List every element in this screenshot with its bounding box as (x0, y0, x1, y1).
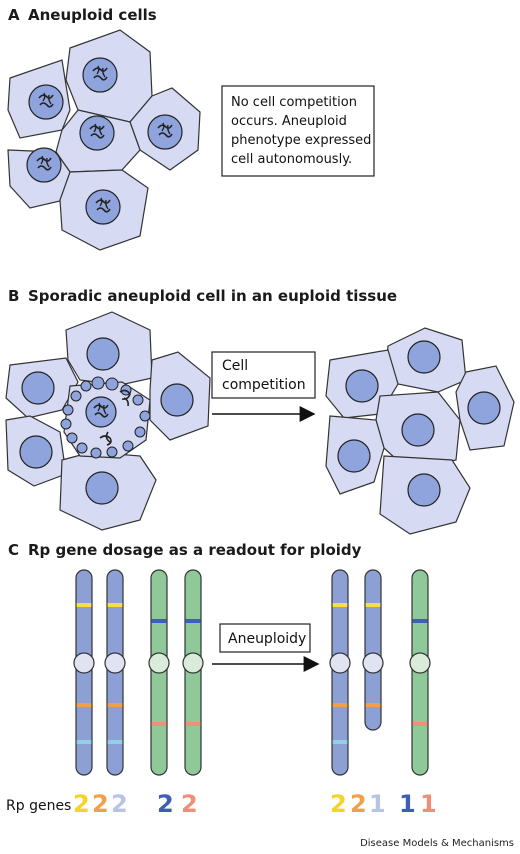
note-line-1: No cell competition (231, 95, 357, 110)
gene-band (412, 722, 428, 726)
nucleus (345, 369, 379, 403)
nucleus (19, 435, 53, 469)
centromere (148, 652, 170, 674)
rp-count: 1 (369, 790, 386, 818)
apoptotic-blebs (60, 376, 151, 459)
panel-c-title: Rp gene dosage as a readout for ploidy (28, 541, 362, 559)
gene-band (332, 703, 348, 707)
rp-count: 2 (350, 790, 367, 818)
chromosome-blue (73, 569, 95, 776)
rp-count: 1 (399, 790, 416, 818)
gene-band (76, 740, 92, 744)
panel-b-letter: B (8, 287, 19, 305)
gene-band (185, 722, 201, 726)
centromere (182, 652, 204, 674)
nucleus (85, 471, 119, 505)
gene-band (332, 603, 348, 607)
nucleus (28, 84, 64, 120)
euploid-nuclei-before (19, 337, 194, 505)
gene-band (107, 603, 123, 607)
chromosome-fragments (99, 389, 131, 446)
aneuploidy-label: Aneuploidy (228, 631, 306, 647)
aneuploidy-arrow: Aneuploidy (212, 623, 320, 672)
dying-nucleus (85, 396, 117, 428)
chromosome-blue (329, 569, 351, 776)
gene-band (151, 722, 167, 726)
chromosomes-before (73, 569, 204, 776)
note-line-4: cell autonomously. (231, 152, 352, 167)
rp-count: 2 (157, 790, 174, 818)
panel-a: A Aneuploid cells (7, 6, 375, 251)
nucleus (82, 57, 118, 93)
rp-count: 2 (181, 790, 198, 818)
gene-band (185, 619, 201, 623)
rp-counts-before: 2 2 2 2 2 (73, 790, 198, 818)
nucleus (86, 337, 120, 371)
rp-count: 2 (111, 790, 128, 818)
gene-band (365, 703, 381, 707)
chromosome-green (148, 569, 170, 776)
rp-counts-after: 2 2 1 1 1 (330, 790, 437, 818)
centromere (329, 652, 351, 674)
rp-count: 1 (420, 790, 437, 818)
note-line-2: occurs. Aneuploid (231, 114, 347, 129)
nucleus (337, 439, 371, 473)
panel-a-title: Aneuploid cells (28, 6, 157, 24)
nucleus (21, 371, 55, 405)
chromosome-blue-truncated (362, 569, 384, 731)
centromere (73, 652, 95, 674)
rp-count: 2 (330, 790, 347, 818)
panel-c: C Rp gene dosage as a readout for ploidy… (6, 541, 437, 818)
nucleus (147, 114, 183, 150)
chromosome-green (409, 569, 431, 776)
nucleus (160, 383, 194, 417)
centromere (362, 652, 384, 674)
chromosome-green (182, 569, 204, 776)
note-line-3: phenotype expressed (231, 133, 371, 148)
panel-a-letter: A (8, 6, 20, 24)
gene-band (332, 740, 348, 744)
nucleus (85, 189, 121, 225)
nucleus (407, 473, 441, 507)
centromere (409, 652, 431, 674)
panel-b: B Sporadic aneuploid cell in an euploid … (5, 287, 515, 535)
gene-band (107, 740, 123, 744)
rp-count: 2 (92, 790, 109, 818)
nucleus (401, 413, 435, 447)
euploid-nuclei-after (337, 340, 501, 507)
journal-credit: Disease Models & Mechanisms (360, 838, 514, 849)
gene-band (412, 619, 428, 623)
note-box: No cell competition occurs. Aneuploid ph… (221, 85, 375, 177)
centromere (104, 652, 126, 674)
chromosome-blue (104, 569, 126, 776)
gene-band (365, 603, 381, 607)
panel-c-letter: C (8, 541, 19, 559)
nucleus (467, 391, 501, 425)
arrow-label-line-2: competition (222, 377, 306, 393)
nucleus (26, 147, 62, 183)
gene-band (151, 619, 167, 623)
rp-genes-label: Rp genes (6, 798, 71, 814)
chromosomes-after (329, 569, 431, 776)
panel-b-title: Sporadic aneuploid cell in an euploid ti… (28, 287, 397, 305)
gene-band (76, 703, 92, 707)
nucleus (79, 115, 115, 151)
nucleus (407, 340, 441, 374)
gene-band (107, 703, 123, 707)
cell-competition-arrow: Cell competition (211, 351, 316, 422)
rp-count: 2 (73, 790, 90, 818)
gene-band (76, 603, 92, 607)
aneuploid-nuclei (26, 57, 183, 225)
arrow-label-line-1: Cell (222, 358, 248, 374)
